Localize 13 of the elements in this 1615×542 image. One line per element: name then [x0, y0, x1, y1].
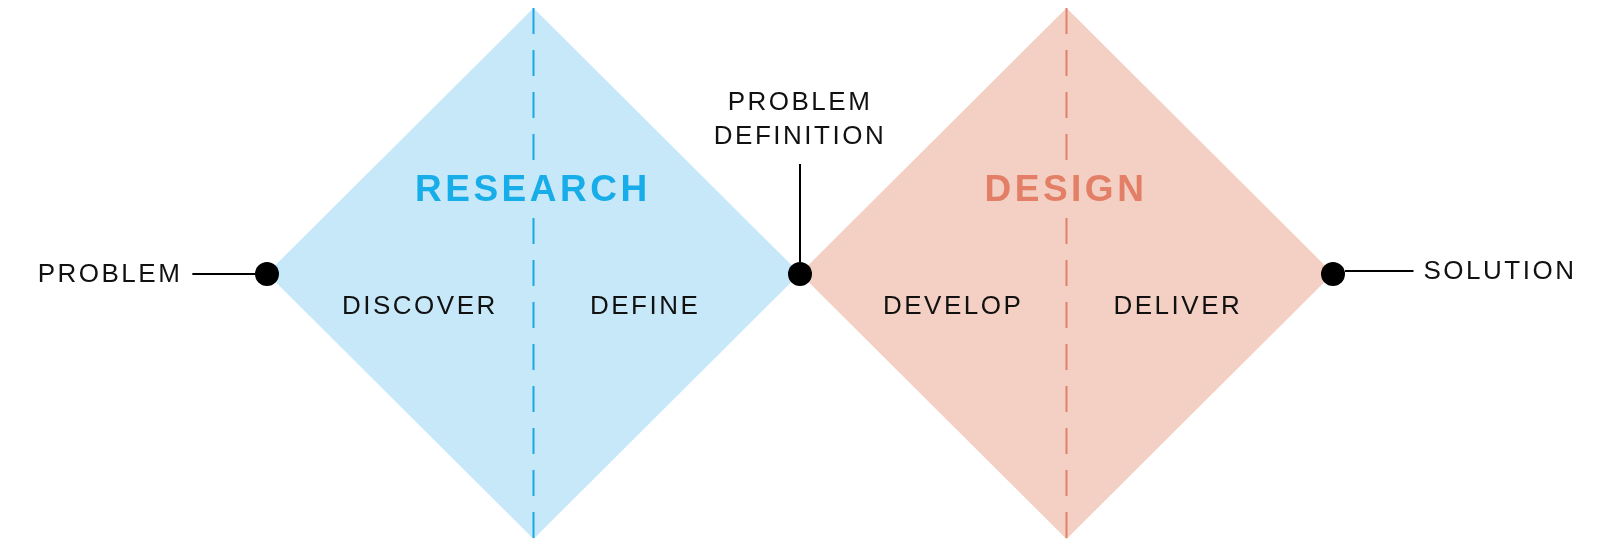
milestone-dot — [1321, 262, 1345, 286]
leader-line — [191, 273, 256, 275]
stage-label: DEFINE — [590, 289, 701, 322]
milestone-dot — [255, 262, 279, 286]
leader-line — [1344, 270, 1415, 272]
milestone-label: PROBLEM DEFINITION — [712, 85, 888, 152]
leader-line — [799, 163, 801, 263]
milestone-label: SOLUTION — [1422, 254, 1578, 287]
milestone-dot — [788, 262, 812, 286]
milestone-label: PROBLEM — [36, 257, 184, 290]
stage-label: DELIVER — [1113, 289, 1243, 322]
stage-label: DEVELOP — [883, 289, 1024, 322]
stage-label: DISCOVER — [342, 289, 498, 322]
